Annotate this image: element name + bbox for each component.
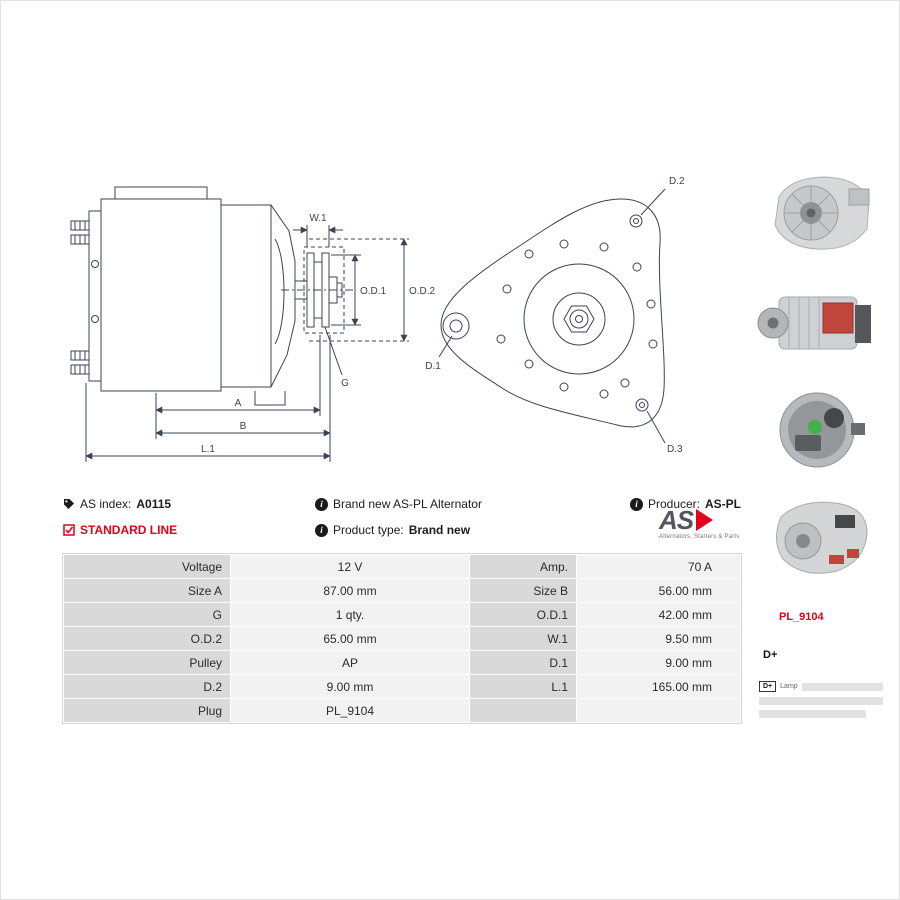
- dimension-lines: [85, 225, 409, 462]
- terminal-label: D+: [763, 649, 778, 661]
- spec-label: W.1: [469, 626, 577, 651]
- tag-icon: [63, 498, 75, 510]
- spec-value: 87.00 mm: [230, 578, 470, 603]
- technical-drawing: W.1 O.D.1 O.D.2 G A B L.1 D.1 D.2 D.3: [70, 176, 685, 462]
- product-photo-front-top: [774, 176, 870, 250]
- connector-bar: [801, 682, 883, 691]
- table-row: Size A 87.00 mm Size B 56.00 mm: [63, 578, 741, 603]
- table-row: D.2 9.00 mm L.1 165.00 mm: [63, 674, 741, 699]
- spec-label: D.2: [63, 674, 231, 699]
- logo-triangle-icon: [696, 509, 714, 531]
- producer-label: Producer:: [647, 497, 700, 511]
- side-view: [70, 186, 353, 406]
- dim-label-d3: D.3: [667, 444, 683, 455]
- as-index-label: AS index:: [80, 497, 132, 511]
- table-row: O.D.2 65.00 mm W.1 9.50 mm: [63, 626, 741, 651]
- spec-value: 9.00 mm: [230, 674, 470, 699]
- spec-value: PL_9104: [230, 698, 470, 723]
- info-icon: i: [629, 497, 643, 511]
- spec-value: 9.50 mm: [576, 626, 741, 651]
- spec-value: 70 A: [576, 554, 741, 579]
- spec-label: Amp.: [469, 554, 577, 579]
- spec-value: 1 qty.: [230, 602, 470, 627]
- spec-value: 9.00 mm: [576, 650, 741, 675]
- spec-label: D.1: [469, 650, 577, 675]
- plug-code: PL_9104: [779, 611, 824, 623]
- standard-line-label: STANDARD LINE: [80, 523, 178, 537]
- producer-value: AS-PL: [705, 497, 741, 511]
- spec-label: O.D.2: [63, 626, 231, 651]
- connector-lamp-label: Lamp: [780, 683, 798, 690]
- connector-bar: [759, 710, 866, 718]
- spec-value: [576, 698, 741, 723]
- as-index: AS index: A0115: [63, 497, 171, 511]
- dim-label-od2: O.D.2: [409, 286, 436, 297]
- spec-label: O.D.1: [469, 602, 577, 627]
- brand-new-text: Brand new AS-PL Alternator: [333, 497, 482, 511]
- dim-label-d2: D.2: [669, 176, 685, 187]
- dim-label-od1: O.D.1: [360, 286, 387, 297]
- product-type-value: Brand new: [408, 523, 471, 537]
- check-icon: [63, 524, 75, 536]
- dim-label-g: G: [341, 378, 349, 389]
- standard-line: STANDARD LINE: [63, 523, 177, 537]
- spec-label: Pulley: [63, 650, 231, 675]
- info-row-1: AS index: A0115 i Brand new AS-PL Altern…: [63, 497, 741, 515]
- aspl-logo: AS Alternators, Starters & Parts: [659, 507, 745, 540]
- spec-label: Voltage: [63, 554, 231, 579]
- product-photo-column: [751, 167, 893, 599]
- info-row-2: STANDARD LINE i Product type: Brand new: [63, 523, 741, 541]
- spec-table: Voltage 12 V Amp. 70 A Size A 87.00 mm S…: [62, 553, 742, 724]
- table-row: Pulley AP D.1 9.00 mm: [63, 650, 741, 675]
- spec-value: 56.00 mm: [576, 578, 741, 603]
- producer: i Producer: AS-PL: [629, 497, 741, 511]
- info-icon: i: [315, 523, 328, 537]
- table-row: Voltage 12 V Amp. 70 A: [63, 554, 741, 579]
- spec-label: Size A: [63, 578, 231, 603]
- spec-value: 65.00 mm: [230, 626, 470, 651]
- spec-label: L.1: [469, 674, 577, 699]
- spec-label: [469, 698, 577, 723]
- table-row: G 1 qty. O.D.1 42.00 mm: [63, 602, 741, 627]
- spec-value: 42.00 mm: [576, 602, 741, 627]
- table-row: Plug PL_9104: [63, 698, 741, 723]
- product-type-label: Product type:: [333, 523, 404, 537]
- product-photo-side: [757, 296, 871, 350]
- spec-label: G: [63, 602, 231, 627]
- spec-label: Size B: [469, 578, 577, 603]
- product-type: i Product type: Brand new: [315, 523, 470, 537]
- spec-value: 12 V: [230, 554, 470, 579]
- front-view: [438, 188, 666, 444]
- as-index-value: A0115: [136, 497, 172, 511]
- connector-pinout: D+ Lamp: [759, 681, 883, 718]
- logo-tagline: Alternators, Starters & Parts: [659, 534, 740, 540]
- info-icon: i: [315, 497, 328, 511]
- dim-label-b: B: [240, 421, 247, 432]
- dim-label-l1: L.1: [201, 444, 215, 455]
- dim-label-a: A: [235, 398, 242, 409]
- connector-bar: [759, 697, 883, 705]
- spec-value: 165.00 mm: [576, 674, 741, 699]
- dim-label-w1: W.1: [309, 213, 327, 224]
- dim-label-d1: D.1: [425, 361, 441, 372]
- spec-value: AP: [230, 650, 470, 675]
- product-photo-rear: [779, 392, 865, 468]
- brand-new-note: i Brand new AS-PL Alternator: [315, 497, 482, 511]
- logo-text: AS: [659, 505, 694, 535]
- product-photo-front: [776, 501, 868, 574]
- connector-pin-box: D+: [759, 681, 777, 692]
- spec-label: Plug: [63, 698, 231, 723]
